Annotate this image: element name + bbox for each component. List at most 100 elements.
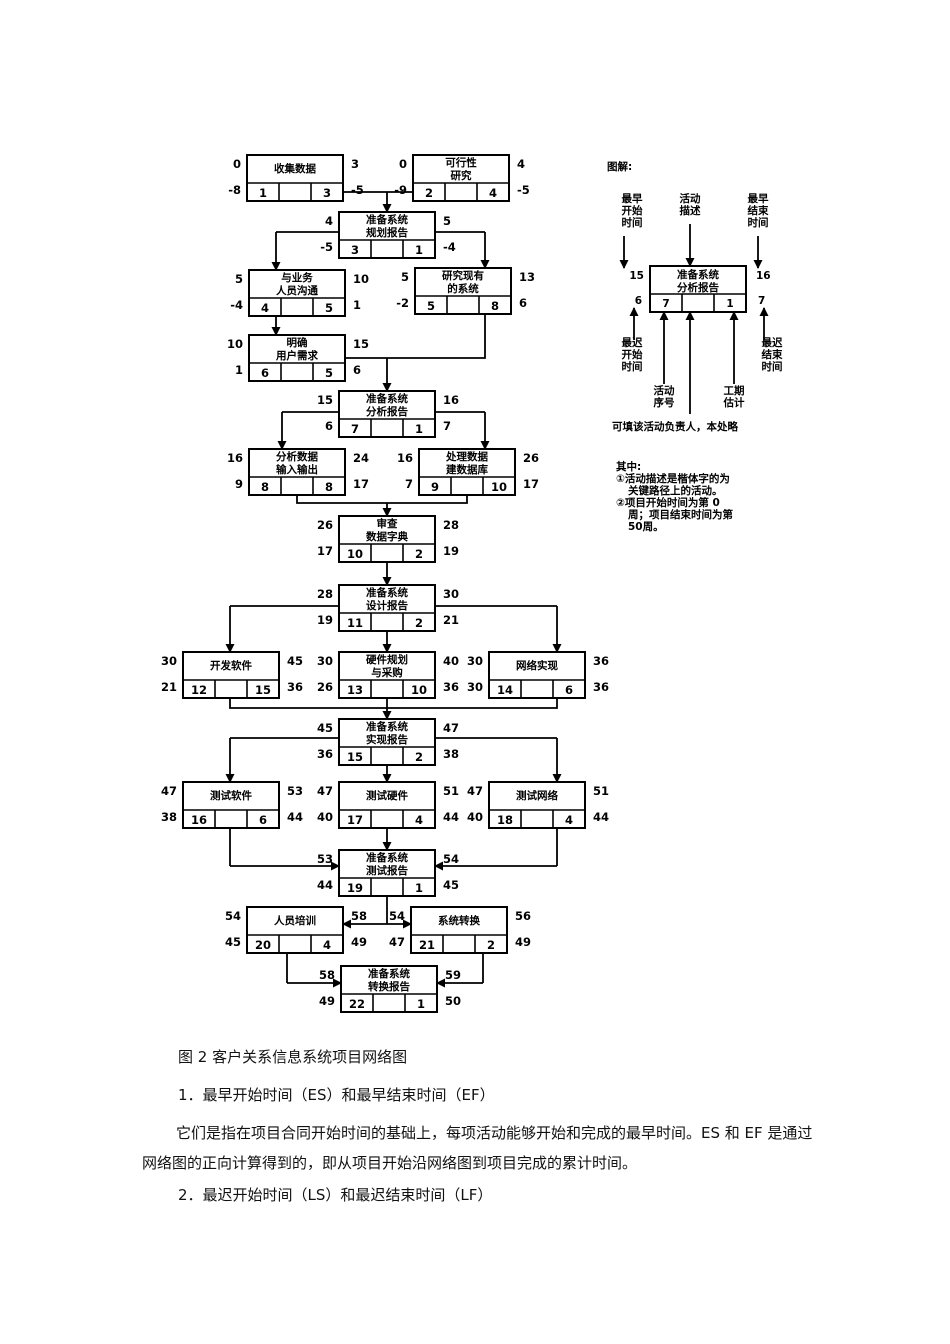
early-finish: 40 <box>443 654 459 668</box>
early-start: 30 <box>317 654 333 668</box>
node-box <box>182 781 280 829</box>
late-finish: 7 <box>443 419 451 433</box>
early-start: 26 <box>317 518 333 532</box>
late-start: 26 <box>317 680 333 694</box>
activity-duration: 2 <box>415 616 423 630</box>
early-finish: 24 <box>353 451 369 465</box>
activity-description: 研究 <box>451 169 472 182</box>
node-box <box>246 154 344 202</box>
late-finish: 44 <box>593 810 609 824</box>
activity-seq: 11 <box>347 616 363 630</box>
legend-ef-label: 结束 <box>748 204 769 217</box>
late-finish: 49 <box>351 935 367 949</box>
early-start: 4 <box>325 214 333 228</box>
activity-description: 明确 <box>287 336 308 349</box>
late-finish: 17 <box>523 477 539 491</box>
connector-line <box>387 698 558 709</box>
activity-description: 硬件规划 <box>366 653 408 666</box>
node-box <box>182 651 280 699</box>
late-start: 40 <box>467 810 483 824</box>
section-heading-ls-lf: 2．最迟开始时间（LS）和最迟结束时间（LF） <box>178 1186 493 1204</box>
activity-duration: 15 <box>255 683 271 697</box>
node-box <box>340 965 438 1013</box>
early-start: 10 <box>227 337 243 351</box>
activity-seq: 3 <box>351 243 359 257</box>
late-start: 21 <box>161 680 177 694</box>
legend-node-box <box>649 265 747 313</box>
late-finish: 36 <box>593 680 609 694</box>
activity-duration: 6 <box>565 683 573 697</box>
legend-ef-label: 最早 <box>748 192 769 205</box>
early-finish: 51 <box>593 784 609 798</box>
late-start: -9 <box>394 183 407 197</box>
legend-node-description: 分析报告 <box>677 281 719 294</box>
late-start: 9 <box>235 477 243 491</box>
legend-note-line: ②项目开始时间为第 0 <box>616 496 720 509</box>
activity-description: 开发软件 <box>210 659 252 672</box>
legend-node-duration: 1 <box>726 298 733 310</box>
activity-duration: 4 <box>323 938 331 952</box>
legend-lf-label: 最迟 <box>762 336 783 349</box>
late-start: 19 <box>317 613 333 627</box>
early-finish: 28 <box>443 518 459 532</box>
late-start: 36 <box>317 747 333 761</box>
late-finish: -5 <box>517 183 530 197</box>
legend-note-line: 周；项目结束时间为第 <box>628 508 733 521</box>
activity-duration: 5 <box>325 366 333 380</box>
early-start: 47 <box>161 784 177 798</box>
legend-desc-label: 描述 <box>680 204 701 217</box>
early-finish: 58 <box>351 909 367 923</box>
late-finish: 36 <box>443 680 459 694</box>
activity-description: 处理数据 <box>445 450 488 463</box>
node-box <box>246 906 344 954</box>
activity-description: 转换报告 <box>368 980 410 993</box>
activity-duration: 4 <box>415 813 423 827</box>
connector-line <box>387 495 468 504</box>
early-start: 47 <box>467 784 483 798</box>
early-finish: 4 <box>517 157 525 171</box>
activity-duration: 2 <box>415 547 423 561</box>
late-finish: -4 <box>443 240 456 254</box>
late-start: 49 <box>319 994 335 1008</box>
legend-node-es: 15 <box>629 270 644 282</box>
late-start: 44 <box>317 878 333 892</box>
activity-seq: 2 <box>425 186 433 200</box>
section-heading-es-ef: 1．最早开始时间（ES）和最早结束时间（EF） <box>178 1086 495 1104</box>
legend-node-ls: 6 <box>635 295 642 307</box>
late-start: 38 <box>161 810 177 824</box>
activity-duration: 5 <box>325 301 333 315</box>
connector-line <box>387 314 486 359</box>
connector-line <box>296 495 387 504</box>
node-box <box>418 448 516 496</box>
activity-duration: 8 <box>491 299 499 313</box>
late-start: 45 <box>225 935 241 949</box>
activity-description: 实现报告 <box>366 733 408 746</box>
node-box <box>338 849 436 897</box>
activity-duration: 1 <box>417 997 425 1011</box>
activity-description: 与采购 <box>371 666 403 679</box>
legend-lf-label: 时间 <box>762 360 783 373</box>
early-finish: 3 <box>351 157 359 171</box>
activity-description: 用户需求 <box>275 349 318 362</box>
activity-seq: 21 <box>419 938 435 952</box>
activity-description: 准备系统 <box>366 586 408 599</box>
activity-description: 准备系统 <box>368 967 410 980</box>
node-box <box>412 154 510 202</box>
activity-duration: 4 <box>489 186 497 200</box>
activity-seq: 6 <box>261 366 269 380</box>
early-start: 0 <box>233 157 241 171</box>
early-finish: 36 <box>593 654 609 668</box>
node-box <box>338 651 436 699</box>
early-finish: 47 <box>443 721 459 735</box>
activity-seq: 10 <box>347 547 363 561</box>
legend-es-label: 时间 <box>622 216 643 229</box>
activity-seq: 9 <box>431 480 439 494</box>
activity-description: 分析数据 <box>276 450 318 463</box>
